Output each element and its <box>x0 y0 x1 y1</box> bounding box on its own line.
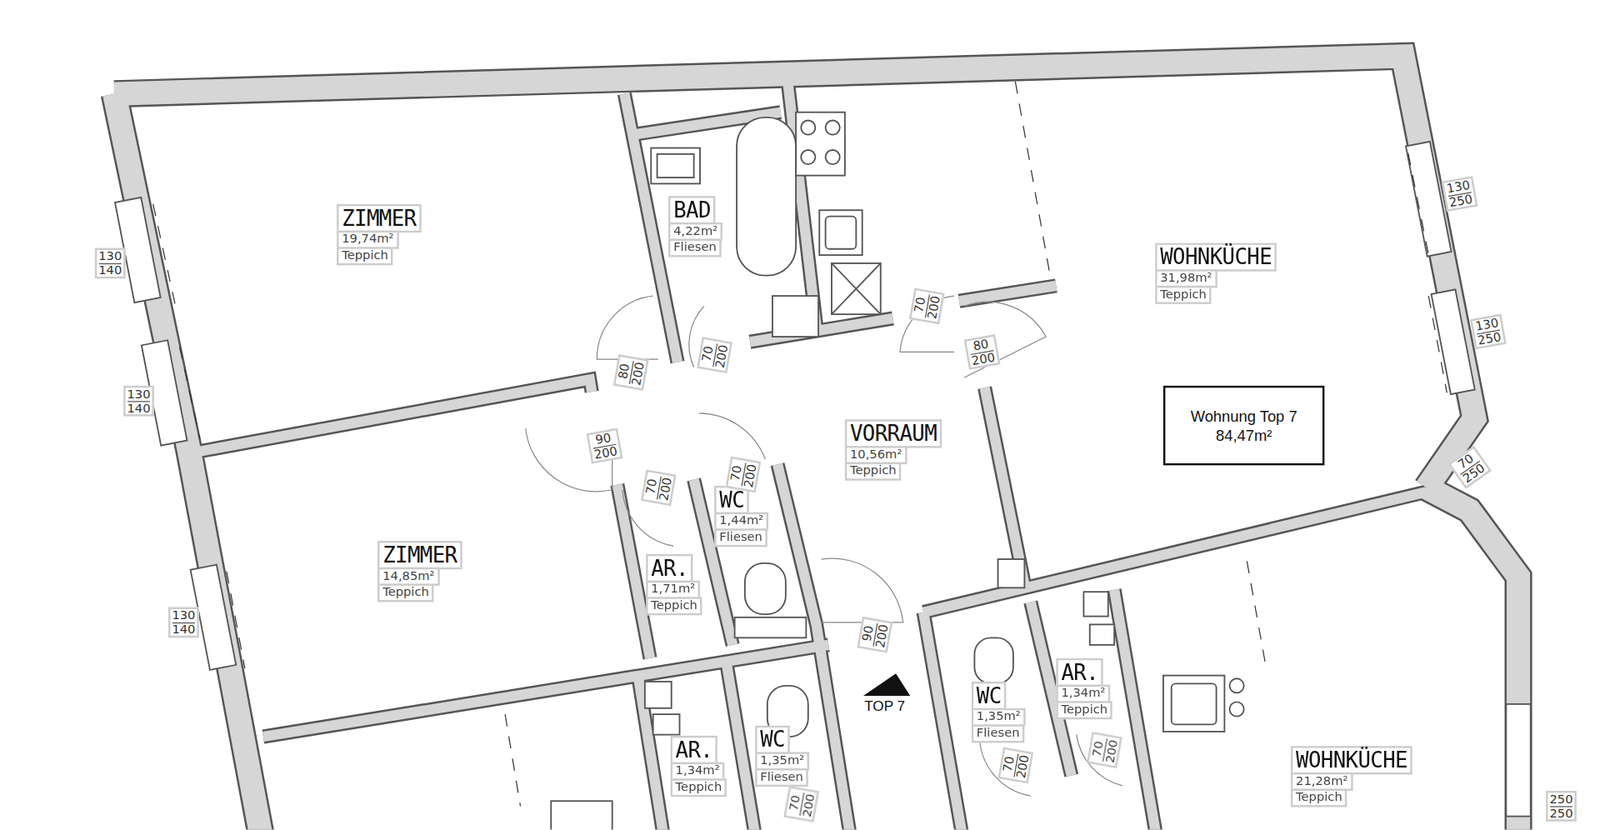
floor-finish: Teppich <box>1155 285 1212 305</box>
room-label: AR.1,34m²Teppich <box>1055 660 1113 720</box>
door-dimension: 90200 <box>856 616 893 654</box>
floor-finish: Teppich <box>845 462 902 481</box>
window-dimension: 130140 <box>94 247 126 279</box>
room-name: Wohnung Top 7 <box>1190 405 1298 426</box>
window-dimension: 130140 <box>123 385 155 417</box>
floor-finish: Teppich <box>1290 788 1348 807</box>
floor-finish: Teppich <box>670 778 727 797</box>
dimension-height: 250 <box>1447 191 1474 210</box>
room-name: BAD <box>668 195 716 225</box>
floor-finish: Teppich <box>377 583 435 602</box>
room-label: VORRAUM10,56m²Teppich <box>845 421 942 481</box>
door-dimension: 80200 <box>963 334 1000 370</box>
room-label: WC1,44m²Fliesen <box>714 487 769 547</box>
room-label: AR.1,34m²Teppich <box>670 737 727 797</box>
room-label: AR.1,71m²Teppich <box>645 555 703 615</box>
room-name: WC <box>755 725 790 755</box>
dimension-width: 250 <box>1549 792 1573 805</box>
unit-marker: TOP 7 <box>863 698 906 715</box>
room-name: ZIMMER <box>336 204 421 233</box>
room-name: WOHNKÜCHE <box>1155 242 1277 271</box>
dimension-height: 140 <box>98 262 122 277</box>
room-label: ZIMMER14,85m²Teppich <box>377 542 462 602</box>
window-dimension: 130140 <box>167 606 200 638</box>
room-label: WOHNKÜCHE21,28m²Teppich <box>1290 748 1413 808</box>
door-dimension: 70200 <box>908 288 945 325</box>
floor-finish: Fliesen <box>755 768 809 787</box>
room-name: WC <box>971 681 1007 710</box>
door-dimension: 70200 <box>696 336 733 374</box>
room-name: VORRAUM <box>845 419 942 448</box>
dimension-height: 140 <box>171 621 195 636</box>
dimension-height: 200 <box>970 349 996 367</box>
floor-finish: Teppich <box>1055 700 1113 720</box>
floor-finish: Teppich <box>645 596 703 615</box>
room-name: WOHNKÜCHE <box>1290 745 1413 775</box>
window-dimension: 250250 <box>1545 790 1578 822</box>
room-label: WC1,35m²Fliesen <box>971 683 1026 743</box>
door-dimension: 70200 <box>997 747 1034 785</box>
dimension-height: 200 <box>592 443 619 461</box>
floor-finish: Fliesen <box>971 724 1025 743</box>
dimension-height: 140 <box>127 400 151 415</box>
door-dimension: 70200 <box>1085 731 1122 769</box>
dimension-width: 130 <box>98 250 122 263</box>
window-dimension: 130250 <box>1469 313 1506 350</box>
room-label: ZIMMER19,74m²Teppich <box>336 205 421 265</box>
room-area: 84,47m² <box>1215 425 1272 446</box>
floor-finish: Teppich <box>336 246 394 265</box>
room-name: AR. <box>1055 658 1104 687</box>
dimension-width: 130 <box>127 387 151 400</box>
door-dimension: 90200 <box>585 428 623 465</box>
dimension-height: 250 <box>1549 805 1573 820</box>
floor-finish: Fliesen <box>668 238 722 257</box>
door-dimension: 70200 <box>640 469 676 506</box>
door-dimension: 80200 <box>612 354 649 391</box>
floor-finish: Fliesen <box>714 528 768 547</box>
dimension-height: 250 <box>1475 329 1502 347</box>
room-label: WOHNKÜCHE31,98m²Teppich <box>1155 245 1277 305</box>
room-name: ZIMMER <box>377 540 462 570</box>
room-name: AR. <box>670 735 718 765</box>
room-label: BAD4,22m²Fliesen <box>668 198 723 258</box>
apartment-label-box: Wohnung Top 784,47m² <box>1163 385 1325 466</box>
room-name: AR. <box>645 554 694 583</box>
room-label: WC1,35m²Fliesen <box>755 727 810 787</box>
door-dimension: 70200 <box>725 456 761 494</box>
window-dimension: 130250 <box>1440 175 1478 212</box>
dimension-width: 130 <box>171 609 195 622</box>
door-dimension: 70200 <box>783 785 820 823</box>
